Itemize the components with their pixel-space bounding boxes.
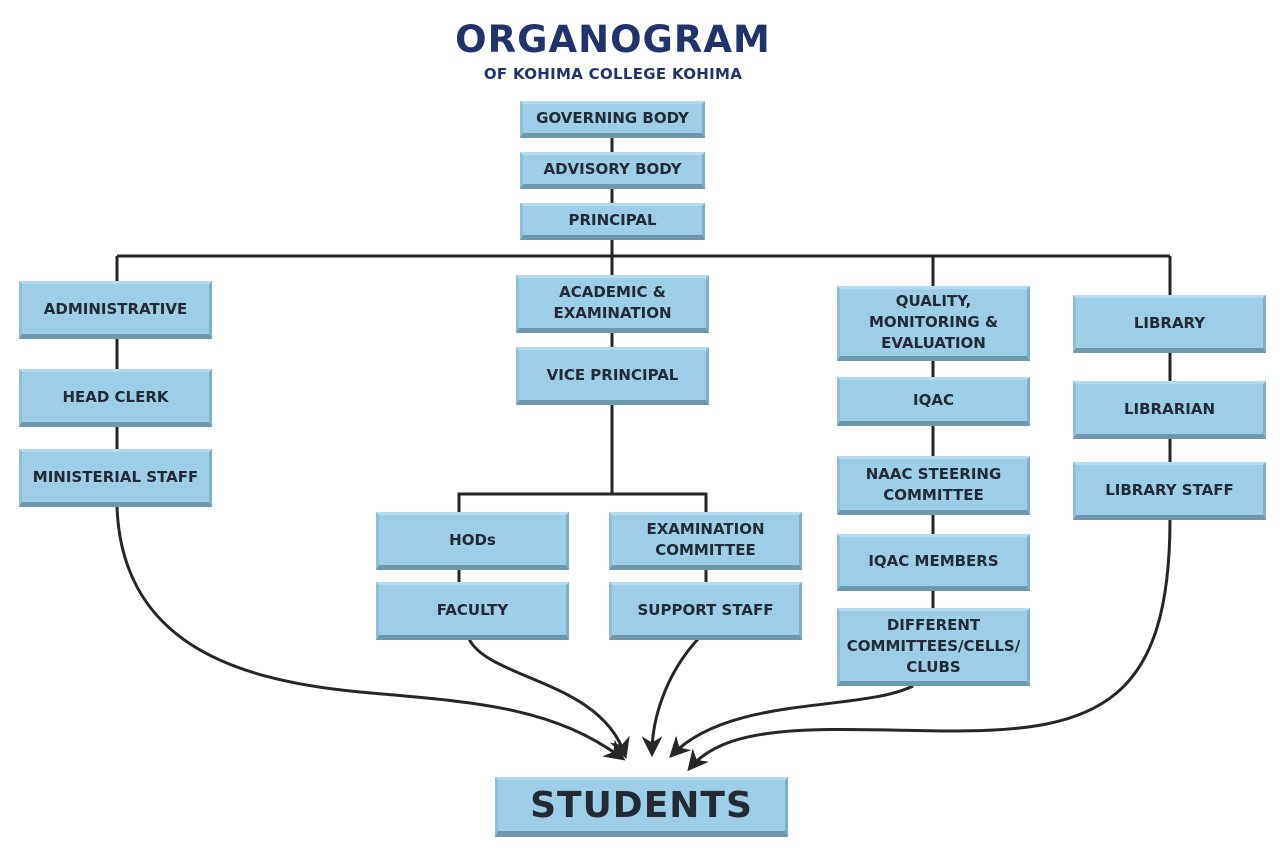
node-different-committees: DIFFERENT COMMITTEES/CELLS/ CLUBS [837, 608, 1030, 686]
node-hods: HODs [376, 512, 569, 570]
node-principal: PRINCIPAL [520, 203, 705, 240]
node-governing-body: GOVERNING BODY [520, 101, 705, 138]
arrow-faculty-students [467, 638, 630, 759]
node-library-staff: LIBRARY STAFF [1073, 462, 1266, 520]
node-advisory-body: ADVISORY BODY [520, 152, 705, 189]
node-ministerial-staff: MINISTERIAL STAFF [19, 449, 212, 507]
node-librarian: LIBRARIAN [1073, 381, 1266, 439]
node-academic-examination: ACADEMIC & EXAMINATION [516, 275, 709, 333]
node-vice-principal: VICE PRINCIPAL [516, 347, 709, 405]
page-title: ORGANOGRAM [455, 18, 771, 61]
arrow-committees-students [669, 684, 914, 759]
arrow-administrative-students [115, 506, 626, 761]
node-students: STUDENTS [495, 777, 788, 837]
node-head-clerk: HEAD CLERK [19, 369, 212, 427]
node-support-staff: SUPPORT STAFF [609, 582, 802, 640]
node-administrative: ADMINISTRATIVE [19, 281, 212, 339]
connector-academic-subbus [457, 492, 708, 512]
node-examination-committee: EXAMINATION COMMITTEE [609, 512, 802, 570]
node-faculty: FACULTY [376, 582, 569, 640]
node-naac-steering-committee: NAAC STEERING COMMITTEE [837, 456, 1030, 515]
node-quality-monitoring-evaluation: QUALITY, MONITORING & EVALUATION [837, 286, 1030, 361]
arrow-library-students [687, 518, 1172, 772]
arrow-support-students [641, 637, 700, 758]
node-iqac-members: IQAC MEMBERS [837, 534, 1030, 591]
page-subtitle: OF KOHIMA COLLEGE KOHIMA [483, 65, 743, 83]
node-library: LIBRARY [1073, 295, 1266, 353]
node-iqac: IQAC [837, 377, 1030, 426]
